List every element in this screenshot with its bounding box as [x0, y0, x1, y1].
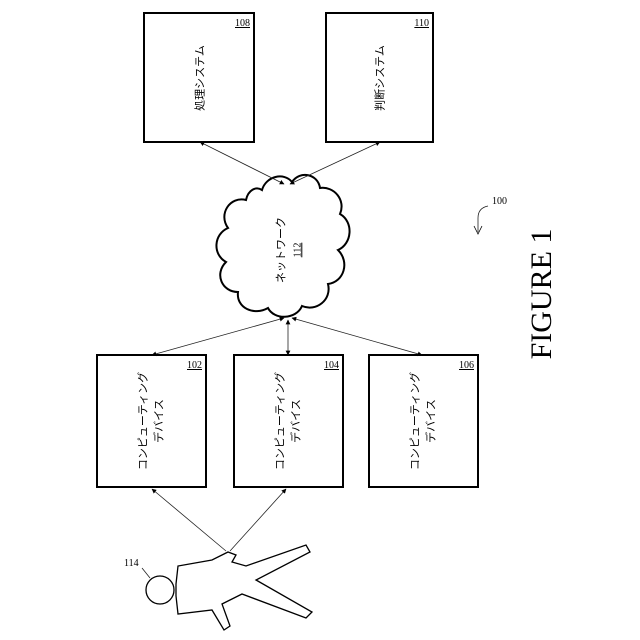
figure-title: FIGURE 1 — [525, 229, 558, 360]
figure-ref-hook — [478, 206, 488, 232]
judgment-system-label: 判断システム — [373, 45, 387, 111]
device-ref: 104 — [324, 360, 339, 371]
link-user-device-104 — [230, 489, 286, 551]
device-label-line2: デバイス — [152, 399, 166, 443]
device-label-line1: コンピューティング — [273, 372, 287, 470]
user-ref-leader — [142, 568, 150, 578]
computing-device-box-102: 102 コンピューティング デバイス — [97, 355, 206, 487]
judgment-system-ref: 110 — [414, 18, 429, 29]
link-judgment-network — [290, 142, 380, 184]
device-label-line1: コンピューティング — [136, 372, 150, 470]
user-ref: 114 — [124, 558, 139, 569]
device-ref: 102 — [187, 360, 202, 371]
computing-device-box-106: 106 コンピューティング デバイス — [369, 355, 478, 487]
device-ref: 106 — [459, 360, 474, 371]
judgment-system-box: 110 判断システム — [326, 13, 433, 142]
link-network-device-106 — [292, 318, 422, 355]
link-network-device-102 — [152, 318, 284, 355]
device-label-line2: デバイス — [424, 399, 438, 443]
network-label: ネットワーク — [275, 217, 288, 283]
figure-ref-number: 100 — [492, 196, 507, 207]
processing-system-box: 108 処理システム — [144, 13, 254, 142]
processing-system-ref: 108 — [235, 18, 250, 29]
figure-ref-100: 100 — [474, 196, 507, 234]
device-label-line1: コンピューティング — [408, 372, 422, 470]
processing-system-label: 処理システム — [194, 45, 207, 111]
network-ref: 112 — [292, 243, 303, 258]
user-figure: 114 — [124, 545, 312, 630]
link-processing-network — [200, 142, 284, 184]
device-label-line2: デバイス — [289, 399, 303, 443]
link-user-device-102 — [152, 489, 226, 551]
computing-device-box-104: 104 コンピューティング デバイス — [234, 355, 343, 487]
network-cloud: ネットワーク 112 — [216, 175, 349, 317]
